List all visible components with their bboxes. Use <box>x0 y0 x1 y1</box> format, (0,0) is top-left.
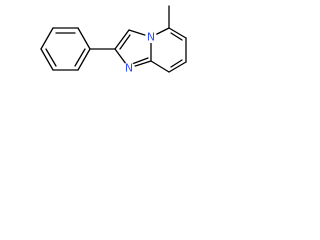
bond <box>77 48 91 71</box>
bond <box>77 27 91 50</box>
bond <box>40 27 54 50</box>
atom-n-imidazole: N <box>123 62 135 75</box>
atom-label: N <box>125 62 133 75</box>
molecule-structure-diagram: N N <box>40 5 187 75</box>
atom-n-bridgehead: N <box>145 31 157 44</box>
bond <box>168 27 187 39</box>
atom-label: N <box>147 31 155 44</box>
double-bond-inner <box>170 32 183 41</box>
double-bond-inner <box>74 48 86 67</box>
double-bond-inner <box>131 57 149 65</box>
bond <box>150 60 170 73</box>
atom-label-background <box>145 31 157 43</box>
bond <box>168 61 187 73</box>
bond <box>114 29 130 50</box>
atom-label-background <box>123 62 135 74</box>
phenyl-ring <box>40 27 91 71</box>
double-bond-inner <box>119 34 131 50</box>
pyridine-ring <box>150 27 187 73</box>
double-bond-inner <box>170 59 183 68</box>
double-bond-inner <box>45 48 57 67</box>
bond <box>40 48 54 71</box>
